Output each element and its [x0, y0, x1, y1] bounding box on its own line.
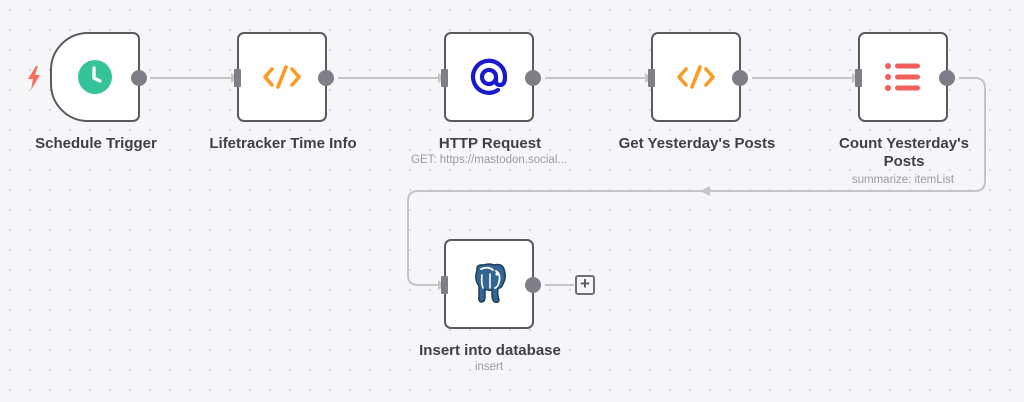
node-label: Get Yesterday's Posts [618, 135, 776, 152]
output-port[interactable] [525, 277, 541, 293]
input-port[interactable] [441, 69, 448, 87]
node-count-yesterdays-posts[interactable] [855, 32, 955, 122]
node-subtitle: GET: https://mastodon.social... [411, 154, 567, 166]
node-label: Schedule Trigger [35, 135, 157, 152]
node-subtitle: summarize: itemList [851, 174, 955, 186]
output-port[interactable] [318, 70, 334, 86]
code-icon [676, 64, 716, 90]
output-port[interactable] [131, 70, 147, 86]
direction-arrowhead [700, 186, 710, 196]
input-port[interactable] [648, 69, 655, 87]
node-label: Count Yesterday's Posts [838, 135, 969, 170]
node-get-yesterdays-posts[interactable] [648, 32, 748, 122]
node-label: HTTP Request [438, 135, 542, 152]
at-icon [469, 57, 509, 97]
add-node-button[interactable]: + [575, 275, 595, 295]
clock-icon [77, 59, 113, 95]
list-icon [884, 62, 922, 92]
input-port[interactable] [855, 69, 862, 87]
node-label: Lifetracker Time Info [209, 135, 357, 152]
lightning-bolt-icon [27, 66, 41, 95]
code-icon [262, 64, 302, 90]
output-port[interactable] [939, 70, 955, 86]
output-port[interactable] [732, 70, 748, 86]
node-label: Insert into database [419, 342, 561, 359]
node-http-request[interactable] [441, 32, 541, 122]
input-port[interactable] [441, 276, 448, 294]
output-port[interactable] [525, 70, 541, 86]
node-lifetracker-time-info[interactable] [234, 32, 334, 122]
input-port[interactable] [234, 69, 241, 87]
node-insert-into-database[interactable] [441, 239, 541, 329]
node-subtitle: insert [474, 361, 504, 373]
postgres-elephant-icon [468, 262, 510, 306]
node-schedule-trigger[interactable] [50, 32, 147, 122]
